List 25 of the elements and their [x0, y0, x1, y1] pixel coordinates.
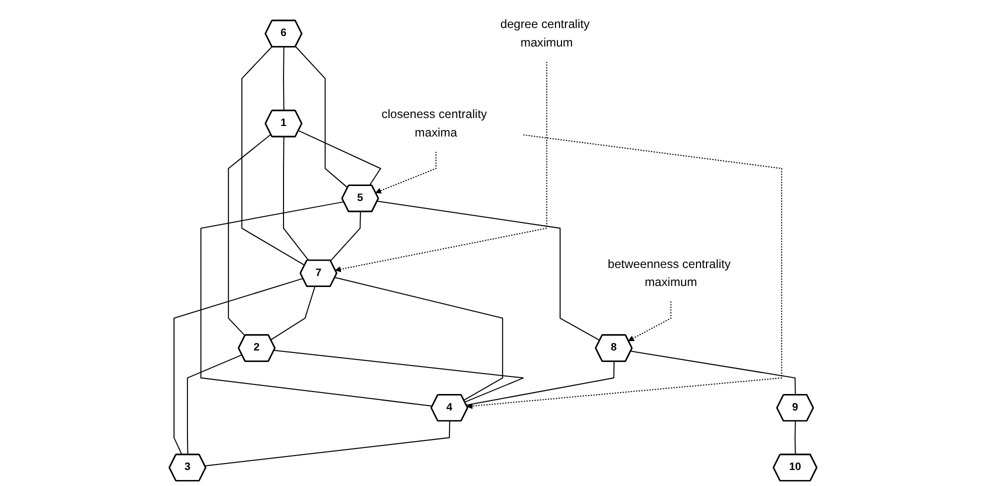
connector [228, 134, 272, 336]
node-text: betweenness centrality maximum [608, 257, 731, 289]
connector [330, 212, 361, 262]
connector [200, 201, 433, 407]
connector [794, 421, 796, 455]
connector [466, 361, 615, 406]
arrow [466, 134, 782, 410]
connector [241, 46, 305, 266]
connector [283, 46, 284, 111]
connector [283, 136, 310, 261]
connector [630, 350, 796, 396]
connector [270, 286, 316, 340]
arrow [335, 62, 548, 272]
connector [174, 278, 304, 455]
node-text: degree centrality maximum [500, 17, 590, 50]
connector [295, 46, 348, 188]
connector [186, 354, 242, 455]
arrow [375, 152, 436, 194]
connector [377, 200, 600, 341]
connector [274, 350, 524, 402]
connector [204, 421, 450, 466]
connector [334, 277, 504, 401]
arrow [628, 301, 672, 342]
node-text: closeness centrality maxima [382, 107, 487, 139]
connector [298, 130, 382, 186]
